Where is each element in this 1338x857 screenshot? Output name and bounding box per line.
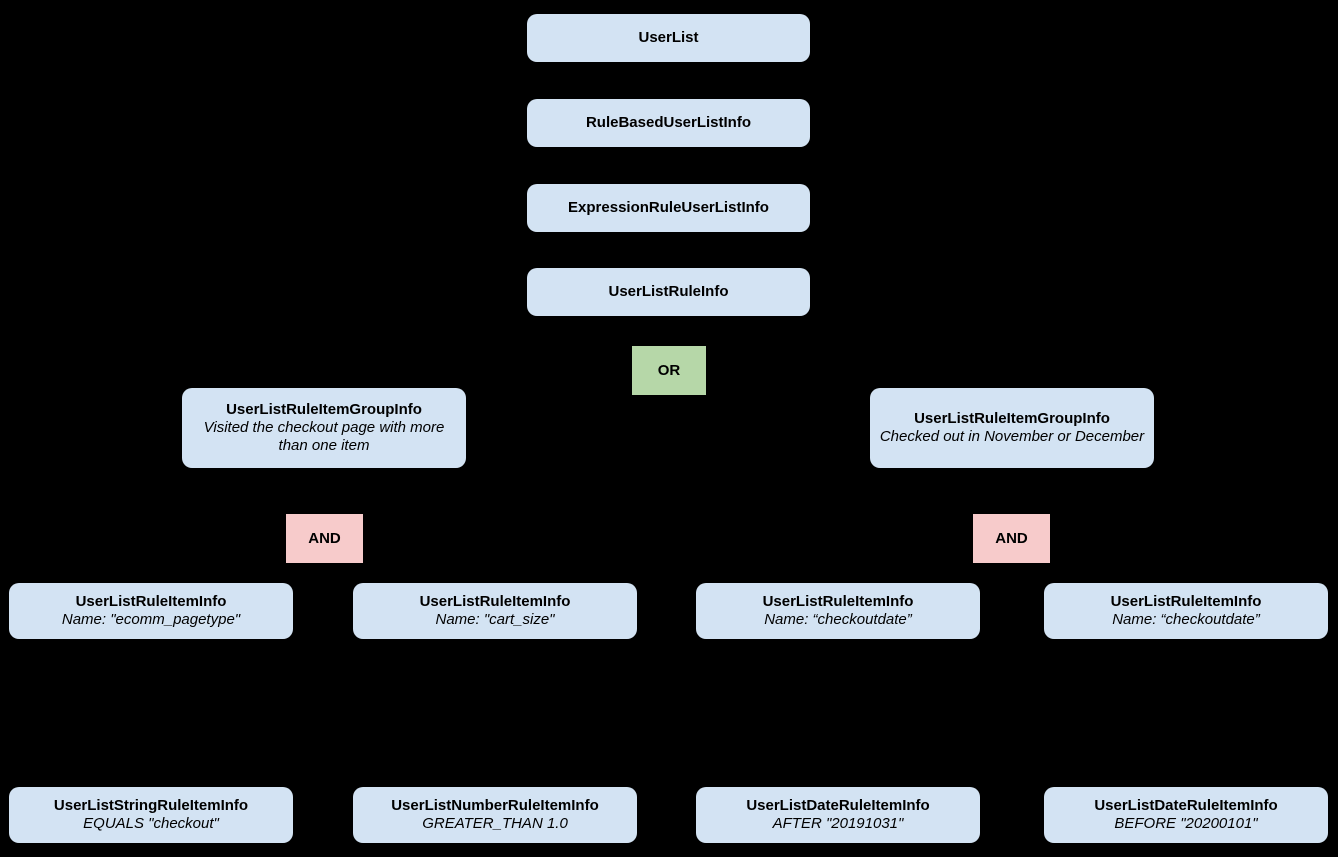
node-subtitle: Name: "ecomm_pagetype" [61, 611, 241, 628]
node-rule-item-3[interactable]: UserListRuleItemInfo Name: “checkoutdate… [696, 583, 980, 639]
node-subtitle: AFTER "20191031" [772, 815, 904, 832]
node-title: UserListRuleInfo [608, 283, 729, 301]
node-and-operator-right[interactable]: AND [973, 514, 1050, 563]
node-user-list-rule-info[interactable]: UserListRuleInfo [527, 268, 810, 316]
node-group-right[interactable]: UserListRuleItemGroupInfo Checked out in… [870, 388, 1154, 468]
node-title: UserListRuleItemInfo [75, 593, 227, 611]
node-user-list[interactable]: UserList [527, 14, 810, 62]
node-subtitle: GREATER_THAN 1.0 [422, 815, 568, 832]
node-title: UserListRuleItemGroupInfo [226, 401, 422, 419]
or-label: OR [657, 361, 681, 379]
node-title: UserListRuleItemInfo [762, 593, 914, 611]
node-leaf-3[interactable]: UserListDateRuleItemInfo AFTER "20191031… [696, 787, 980, 843]
node-rule-item-4[interactable]: UserListRuleItemInfo Name: “checkoutdate… [1044, 583, 1328, 639]
node-subtitle: Checked out in November or December [879, 428, 1145, 445]
node-title: UserListRuleItemInfo [1110, 593, 1262, 611]
node-expression-rule-user-list-info[interactable]: ExpressionRuleUserListInfo [527, 184, 810, 232]
node-and-operator-left[interactable]: AND [286, 514, 363, 563]
node-leaf-1[interactable]: UserListStringRuleItemInfo EQUALS "check… [9, 787, 293, 843]
node-subtitle: BEFORE "20200101" [1114, 815, 1258, 832]
node-subtitle: EQUALS "checkout" [83, 815, 219, 832]
node-subtitle: Visited the checkout page with more than… [203, 419, 445, 454]
node-title: UserListDateRuleItemInfo [1094, 797, 1278, 815]
node-subtitle: Name: “checkoutdate” [764, 611, 912, 628]
node-leaf-2[interactable]: UserListNumberRuleItemInfo GREATER_THAN … [353, 787, 637, 843]
node-rule-based-user-list-info[interactable]: RuleBasedUserListInfo [527, 99, 810, 147]
node-leaf-4[interactable]: UserListDateRuleItemInfo BEFORE "2020010… [1044, 787, 1328, 843]
node-title: RuleBasedUserListInfo [585, 114, 752, 132]
node-rule-item-2[interactable]: UserListRuleItemInfo Name: "cart_size" [353, 583, 637, 639]
node-title: UserList [638, 29, 699, 47]
node-title: UserListDateRuleItemInfo [746, 797, 930, 815]
node-title: UserListStringRuleItemInfo [53, 797, 249, 815]
node-title: ExpressionRuleUserListInfo [568, 199, 769, 217]
node-group-left[interactable]: UserListRuleItemGroupInfo Visited the ch… [182, 388, 466, 468]
node-title: UserListRuleItemInfo [419, 593, 571, 611]
node-title: UserListNumberRuleItemInfo [391, 797, 599, 815]
node-subtitle: Name: “checkoutdate” [1112, 611, 1260, 628]
node-rule-item-1[interactable]: UserListRuleItemInfo Name: "ecomm_pagety… [9, 583, 293, 639]
and-label: AND [308, 529, 341, 547]
node-title: UserListRuleItemGroupInfo [914, 410, 1110, 428]
and-label: AND [995, 529, 1028, 547]
node-subtitle: Name: "cart_size" [435, 611, 555, 628]
node-or-operator[interactable]: OR [632, 346, 706, 395]
